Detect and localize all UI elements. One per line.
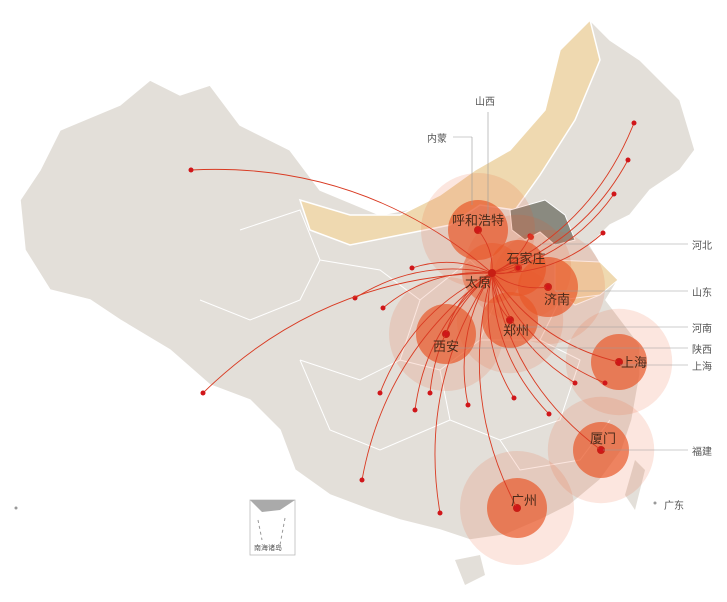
flow-line xyxy=(429,272,493,394)
hainan xyxy=(455,555,485,585)
province-label-shanxi: 山西 xyxy=(475,97,495,108)
flow-endpoint xyxy=(611,191,617,197)
origin-dot xyxy=(488,269,496,277)
flow-endpoint xyxy=(412,407,418,413)
flow-endpoint xyxy=(188,167,194,173)
taiwan xyxy=(625,460,645,510)
flow-endpoint xyxy=(359,477,365,483)
province-label-shaanxi: 陕西 xyxy=(692,345,712,356)
flow-line xyxy=(487,272,515,399)
dot-marker xyxy=(14,506,18,510)
beijing-star-icon xyxy=(528,234,534,240)
flow-endpoint xyxy=(515,265,521,271)
city-label: 西安 xyxy=(432,340,460,355)
flow-endpoint xyxy=(443,331,449,337)
province-label-guangdong: 广东 xyxy=(664,501,684,512)
hebei xyxy=(509,199,576,246)
flow-endpoint xyxy=(427,390,433,396)
flow-line xyxy=(491,272,620,363)
province-label-neimeng: 内蒙 xyxy=(427,134,447,145)
province-label-shanghai: 上海 xyxy=(692,362,712,373)
flow-endpoint xyxy=(602,380,608,386)
city-label: 郑州 xyxy=(502,324,530,339)
flow-line xyxy=(463,272,493,406)
flow-endpoint xyxy=(475,227,481,233)
province-label-hebei: 河北 xyxy=(692,241,712,252)
province-label-shandong: 山东 xyxy=(692,288,712,299)
flow-line xyxy=(491,272,550,415)
flow-endpoint xyxy=(437,510,443,516)
flow-line xyxy=(491,272,549,289)
city-label: 上海 xyxy=(620,356,648,371)
flow-endpoint xyxy=(600,230,606,236)
flow-line xyxy=(354,268,493,299)
flow-lines xyxy=(188,120,637,516)
flow-line xyxy=(491,272,511,321)
flow-endpoint xyxy=(625,157,631,163)
province-label-henan: 河南 xyxy=(692,324,712,335)
flow-line xyxy=(491,272,602,451)
flow-line xyxy=(491,122,635,274)
flow-endpoint xyxy=(409,265,415,271)
flow-endpoint xyxy=(507,317,513,323)
flow-line xyxy=(434,272,493,514)
flow-line xyxy=(477,229,493,274)
south-sea-inset xyxy=(249,499,296,556)
flow-line xyxy=(190,168,493,274)
flow-line xyxy=(414,272,493,411)
flow-line xyxy=(361,272,493,481)
dot-marker xyxy=(653,501,657,505)
flow-line xyxy=(478,272,518,509)
flow-endpoint xyxy=(514,505,520,511)
flow-line xyxy=(379,272,493,394)
flow-endpoint xyxy=(465,402,471,408)
inset-label: 南海诸岛 xyxy=(254,544,282,552)
leader-lines xyxy=(450,112,688,451)
flow-endpoint xyxy=(572,380,578,386)
flow-line xyxy=(491,235,531,274)
flow-endpoint xyxy=(616,359,622,365)
flow-line xyxy=(491,272,606,384)
origin-label: 太原 xyxy=(464,276,492,291)
province-label-fujian: 福建 xyxy=(692,447,712,458)
flow-line xyxy=(382,272,493,309)
flow-line xyxy=(491,159,629,274)
flow-endpoint xyxy=(598,447,604,453)
city-label: 石家庄 xyxy=(506,252,546,267)
flow-endpoint xyxy=(546,411,552,417)
flow-endpoint xyxy=(377,390,383,396)
flow-endpoint xyxy=(380,305,386,311)
flow-endpoint xyxy=(511,395,517,401)
flow-line xyxy=(445,272,493,335)
land xyxy=(19,18,696,585)
flow-endpoint xyxy=(200,390,206,396)
city-label: 厦门 xyxy=(589,432,617,447)
city-label: 呼和浩特 xyxy=(451,214,505,229)
flow-line xyxy=(411,261,493,274)
flow-line xyxy=(202,272,493,394)
flow-line xyxy=(491,193,615,274)
inner-mongolia xyxy=(298,18,601,246)
city-label: 济南 xyxy=(543,293,571,308)
flow-endpoint xyxy=(545,284,551,290)
city-label: 广州 xyxy=(510,494,538,509)
flow-endpoint xyxy=(631,120,637,126)
flow-line xyxy=(491,272,576,384)
